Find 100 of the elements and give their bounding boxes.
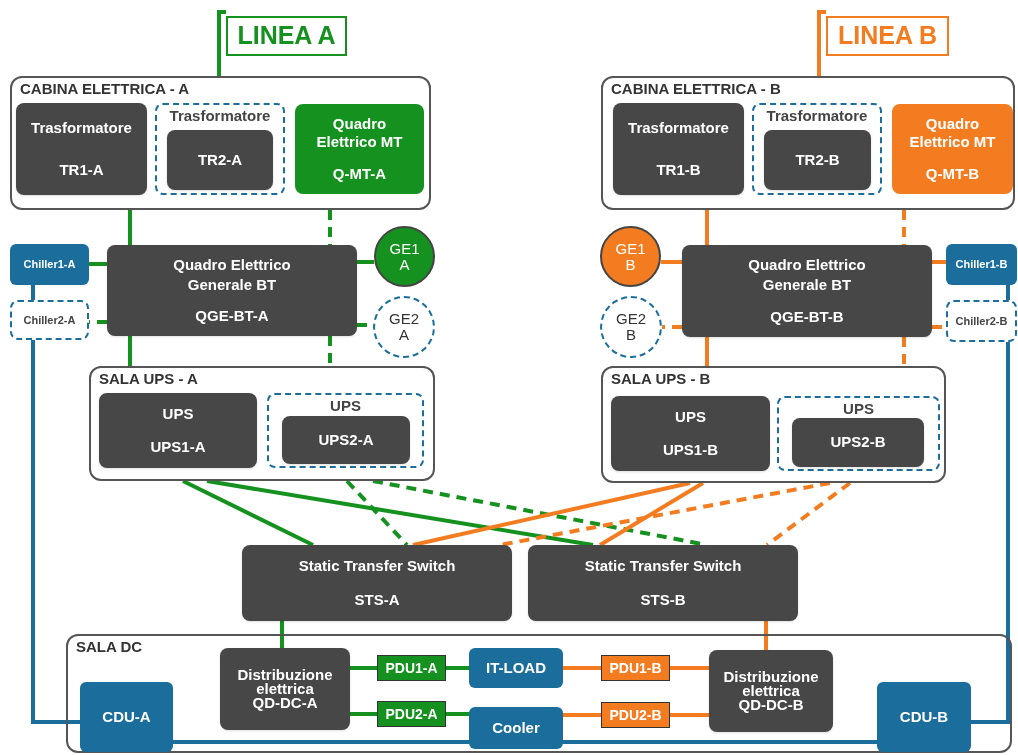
node-label: Q-MT-A xyxy=(332,165,387,183)
connector xyxy=(357,260,374,264)
node-label: TR2-B xyxy=(795,149,840,170)
node-label: TR1-B xyxy=(656,159,701,180)
line-label xyxy=(226,16,347,56)
node-label: PDU1-A xyxy=(385,658,438,678)
connector xyxy=(89,262,107,266)
load-box xyxy=(469,648,563,688)
node-label: UPS xyxy=(675,406,706,427)
dashed-connector xyxy=(328,336,332,366)
connector xyxy=(670,666,709,670)
room-title: SALA UPS - A xyxy=(99,370,198,388)
group-title: UPS xyxy=(329,397,362,415)
connector xyxy=(563,740,877,744)
node-label: UPS1-A xyxy=(150,437,206,457)
switchboard-box xyxy=(107,245,357,336)
node-label: GE2 B xyxy=(615,311,647,343)
connector xyxy=(817,10,826,76)
ups-box xyxy=(792,418,924,467)
node-label: Trasformatore xyxy=(628,117,729,138)
node-label: GE1 A xyxy=(388,240,421,273)
node-label: TR1-A xyxy=(59,159,104,180)
node-label: GE2 A xyxy=(388,311,420,343)
connector xyxy=(206,479,594,547)
transformer-box xyxy=(764,130,871,190)
node-label: QD-DC-A xyxy=(252,696,318,710)
node-label: TR2-A xyxy=(197,149,243,170)
room-container xyxy=(66,634,1012,753)
connector xyxy=(412,481,691,547)
dashed-connector xyxy=(902,337,906,366)
ups-box xyxy=(99,393,257,468)
connector xyxy=(661,260,682,264)
node-label: PDU2-A xyxy=(385,704,438,724)
chiller-box xyxy=(10,300,89,340)
connector xyxy=(670,713,709,717)
dashed-connector xyxy=(499,481,831,547)
node-label: CDU-B xyxy=(899,706,949,727)
node-label: UPS2-B xyxy=(830,432,886,453)
switchboard-box xyxy=(892,104,1013,194)
ups-box xyxy=(282,416,410,464)
transformer-box xyxy=(167,130,273,190)
connector xyxy=(350,666,377,670)
connector xyxy=(563,666,601,670)
cdu-box xyxy=(877,682,971,752)
chiller-box xyxy=(946,300,1017,342)
room-container xyxy=(601,366,946,483)
connector xyxy=(598,481,705,547)
connector xyxy=(764,621,768,650)
transformer-box xyxy=(613,103,744,195)
room-container xyxy=(601,76,1015,210)
connector xyxy=(182,479,314,547)
room-title: SALA UPS - B xyxy=(611,370,711,388)
node-label: CDU-A xyxy=(102,706,151,727)
chiller-box xyxy=(946,244,1017,285)
room-container xyxy=(89,366,435,481)
node-label: Distribuzione elettrica xyxy=(722,670,820,698)
connector xyxy=(217,10,226,76)
connector xyxy=(932,260,946,264)
connector xyxy=(446,666,469,670)
node-label: UPS1-B xyxy=(663,440,718,460)
connector xyxy=(128,336,132,366)
transformer-box xyxy=(16,103,147,195)
node-label: IT-LOAD xyxy=(486,657,546,678)
node-label: Distribuzione elettrica xyxy=(236,668,334,696)
switchboard-box xyxy=(682,245,932,337)
node-label: Quadro Elettrico Generale BT xyxy=(747,255,867,295)
node-label: STS-B xyxy=(640,589,686,610)
connector xyxy=(280,621,284,648)
node-label: Quadro Elettrico Generale BT xyxy=(172,254,292,295)
dashed-connector xyxy=(328,210,332,245)
cdu-box xyxy=(80,682,173,752)
connector xyxy=(971,342,1010,724)
chiller-box xyxy=(10,244,89,285)
node-label: QD-DC-B xyxy=(738,698,804,712)
node-label: LINEA A xyxy=(237,20,336,52)
connector xyxy=(350,712,377,716)
room-title: SALA DC xyxy=(76,638,143,656)
connector xyxy=(31,285,35,300)
group-title: UPS xyxy=(842,400,875,418)
node-label: Chiller2-A xyxy=(23,312,76,328)
connector xyxy=(705,337,709,366)
connector xyxy=(31,340,80,724)
pdu-box xyxy=(601,702,670,728)
node-label: Quadro Elettrico MT xyxy=(908,115,997,151)
node-label: Q-MT-B xyxy=(925,165,980,183)
node-label: Trasformatore xyxy=(31,117,132,138)
pdu-box xyxy=(601,655,670,681)
node-label: Static Transfer Switch xyxy=(584,555,742,576)
node-label: Chiller1-A xyxy=(23,257,76,273)
distribution-box xyxy=(220,648,350,730)
node-label: QGE-BT-A xyxy=(195,306,269,327)
node-label: Cooler xyxy=(492,717,540,738)
node-label: PDU1-B xyxy=(609,658,662,678)
node-label: Chiller1-B xyxy=(955,257,1008,273)
redundant-group xyxy=(752,103,882,195)
room-title: CABINA ELETTRICA - A xyxy=(20,80,190,98)
connector xyxy=(705,210,709,245)
dashed-connector xyxy=(902,210,906,245)
connector xyxy=(563,713,601,717)
group-title: Trasformatore xyxy=(168,107,272,125)
